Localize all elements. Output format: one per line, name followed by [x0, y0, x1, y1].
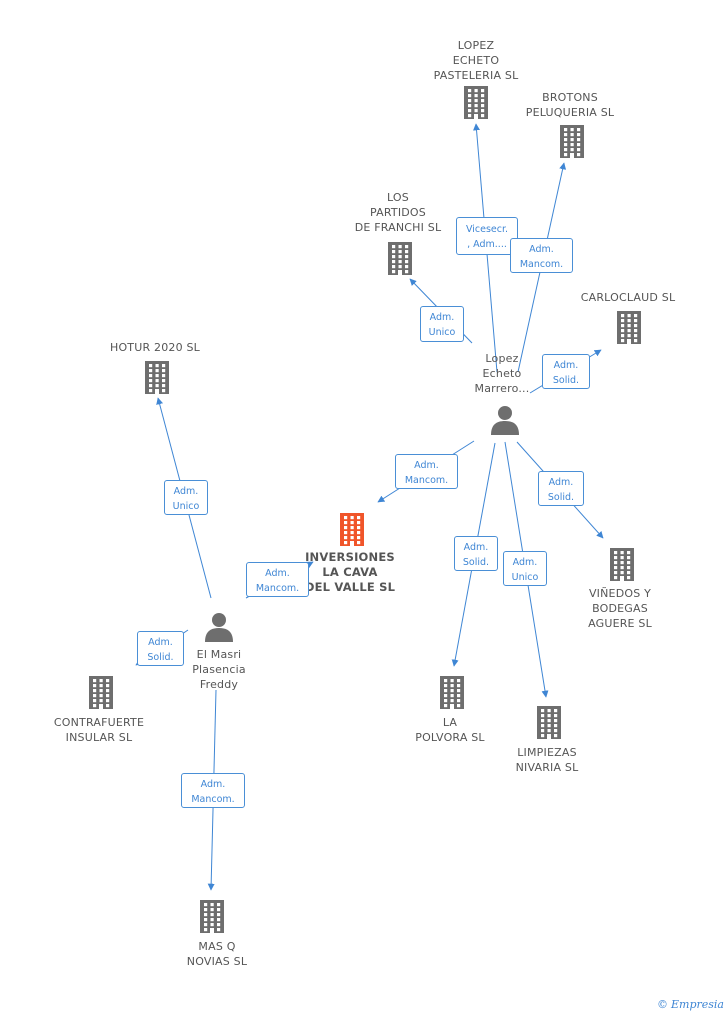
node-label-elmasri: El Masri Plasencia Freddy — [192, 648, 246, 691]
node-label-brotons: BROTONS PELUQUERIA SL — [525, 91, 615, 119]
role-badge-lopez_person-to-carloclaud[interactable]: Adm. Solid. — [542, 354, 590, 389]
role-badge-elmasri-to-contrafuerte[interactable]: Adm. Solid. — [137, 631, 184, 666]
role-badge-elmasri-to-mas_q[interactable]: Adm. Mancom. — [181, 773, 245, 808]
building-icon[interactable] — [607, 547, 637, 585]
building-icon[interactable] — [142, 360, 172, 398]
watermark-text: Empresia — [671, 998, 724, 1011]
node-label-carloclaud: CARLOCLAUD SL — [580, 291, 676, 304]
node-label-limpiezas: LIMPIEZAS NIVARIA SL — [515, 746, 579, 774]
node-label-contrafuerte: CONTRAFUERTE INSULAR SL — [53, 716, 145, 744]
copyright-icon: © — [657, 998, 668, 1011]
role-badge-elmasri-to-hotur[interactable]: Adm. Unico — [164, 480, 208, 515]
role-badge-lopez_person-to-la_polvora[interactable]: Adm. Solid. — [454, 536, 498, 571]
person-icon[interactable] — [490, 405, 520, 439]
node-label-la_polvora: LA POLVORA SL — [415, 716, 485, 744]
node-label-vinedos: VIÑEDOS Y BODEGAS AGUERE SL — [588, 587, 652, 630]
person-icon[interactable] — [204, 612, 234, 646]
node-label-mas_q: MAS Q NOVIAS SL — [186, 940, 248, 968]
node-label-lopez_person: Lopez Echeto Marrero... — [474, 352, 530, 395]
building-icon[interactable] — [337, 512, 367, 550]
node-label-inversiones: INVERSIONES LA CAVA DEL VALLE SL — [304, 550, 396, 594]
building-icon[interactable] — [385, 241, 415, 279]
empresia-watermark[interactable]: ©Empresia — [657, 998, 724, 1011]
node-label-lopez_echeto_pasteleria: LOPEZ ECHETO PASTELERIA SL — [433, 39, 519, 82]
building-icon[interactable] — [86, 675, 116, 713]
role-badge-lopez_person-to-brotons[interactable]: Adm. Mancom. — [510, 238, 573, 273]
role-badge-lopez_person-to-inversiones[interactable]: Adm. Mancom. — [395, 454, 458, 489]
building-icon[interactable] — [534, 705, 564, 743]
building-icon[interactable] — [197, 899, 227, 937]
node-label-hotur: HOTUR 2020 SL — [109, 341, 201, 354]
building-icon[interactable] — [557, 124, 587, 162]
role-badge-lopez_person-to-limpiezas[interactable]: Adm. Unico — [503, 551, 547, 586]
building-icon[interactable] — [437, 675, 467, 713]
role-badge-lopez_person-to-lopez_echeto_pasteleria[interactable]: Vicesecr. , Adm.... — [456, 217, 518, 255]
building-icon[interactable] — [614, 310, 644, 348]
role-badge-lopez_person-to-los_partidos[interactable]: Adm. Unico — [420, 306, 464, 342]
role-badge-lopez_person-to-vinedos[interactable]: Adm. Solid. — [538, 471, 584, 506]
building-icon[interactable] — [461, 85, 491, 123]
node-label-los_partidos: LOS PARTIDOS DE FRANCHI SL — [354, 191, 442, 234]
role-badge-elmasri-to-inversiones[interactable]: Adm. Mancom. — [246, 562, 309, 597]
